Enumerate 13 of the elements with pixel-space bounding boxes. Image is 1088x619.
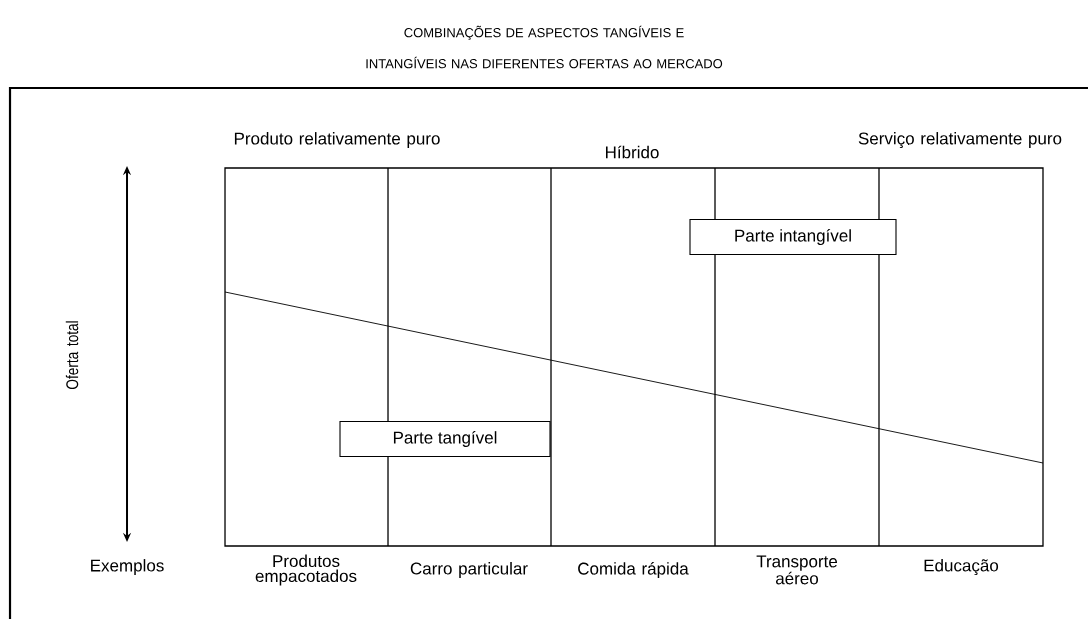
example-label: Transporte aéreo — [756, 555, 838, 585]
header: Produto relativamente puro — [234, 132, 440, 148]
example-label: Educação — [924, 559, 999, 575]
text-box: Parte tangível — [339, 420, 551, 458]
title: COMBINAÇÕES DE ASPECTOS TANGÍVEIS E INTANGÍVEIS NAS DIFERENTES OFERTAS AO MERCADO — [366, 25, 723, 69]
text-box: Parte intangível — [689, 218, 897, 256]
example-label: Produtos empacotados — [255, 554, 357, 586]
header: Híbrido — [606, 145, 659, 159]
header: Serviço relativamente puro — [858, 132, 1062, 148]
example-label: Comida rápida — [578, 561, 689, 578]
example-label: Carro particular — [410, 562, 528, 578]
axis-label: Oferta total — [65, 321, 79, 389]
row-label: Exemplos — [91, 559, 164, 575]
